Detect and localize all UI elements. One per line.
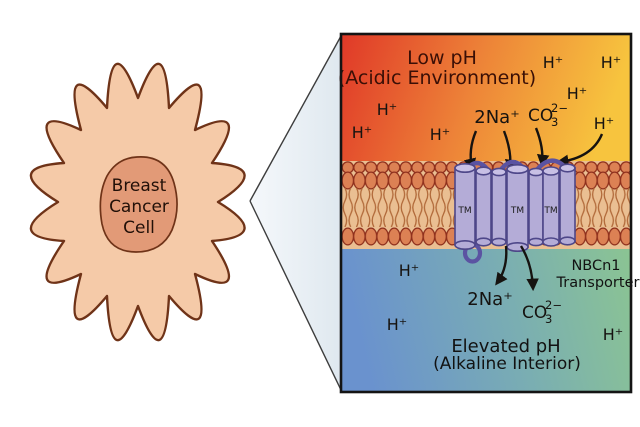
tm-helix — [454, 163, 476, 251]
h-plus-label: H⁺ — [430, 125, 450, 144]
alkaline-title: Elevated pH — [451, 336, 560, 357]
h-plus-label: H⁺ — [567, 84, 587, 103]
extracellular-region — [342, 35, 630, 161]
intracellular-labels: H⁺ H⁺ H⁺ 2Na⁺ CO 2− 3 NBCn1 Transporter … — [387, 258, 640, 374]
alkaline-subtitle: (Alkaline Interior) — [433, 354, 581, 374]
carbonate-label-in: CO 2− 3 — [522, 298, 562, 326]
tm-helix — [559, 163, 576, 246]
tm-helices — [454, 163, 576, 253]
transporter-name-line2: Transporter — [556, 275, 640, 291]
zoom-line-top — [249, 35, 342, 202]
arrow-proton-hook — [555, 133, 604, 168]
h-plus-label: H⁺ — [352, 123, 372, 142]
acidic-title: Low pH — [407, 47, 477, 69]
h-plus-label: H⁺ — [377, 100, 397, 119]
tm-helix — [491, 167, 507, 247]
h-plus-label: H⁺ — [387, 315, 407, 334]
transporter-name-line1: NBCn1 — [571, 258, 620, 274]
sodium-label-in: 2Na⁺ — [467, 289, 512, 310]
zoom-callout — [249, 35, 342, 391]
tm-helix — [506, 164, 529, 253]
cell-label-line1: Breast — [112, 176, 167, 196]
h-plus-label: H⁺ — [603, 325, 623, 344]
tm-helix — [475, 166, 492, 247]
h-plus-label: H⁺ — [601, 53, 621, 72]
panel-border — [339, 32, 633, 394]
zoom-panel: Low pH (Acidic Environment) H⁺ H⁺ H⁺ H⁺ … — [338, 32, 640, 394]
tm-label: TM — [510, 206, 524, 216]
h-plus-label: H⁺ — [399, 261, 419, 280]
arrow-carbonate-out — [519, 245, 539, 292]
zoom-line-bottom — [249, 200, 342, 391]
zoom-triangle — [250, 36, 341, 390]
influx-arrows — [463, 127, 604, 173]
tm-label: TM — [543, 206, 557, 216]
arrow-carbonate-in — [534, 127, 550, 168]
carbonate-main: CO — [528, 106, 553, 126]
cell-label-line3: Cell — [123, 218, 155, 238]
carbonate-label-out: CO 2− 3 — [528, 101, 568, 129]
h-plus-label: H⁺ — [594, 114, 614, 133]
carbonate-main: CO — [522, 303, 547, 323]
h-plus-label: H⁺ — [543, 53, 563, 72]
carbonate-sup: 2− — [551, 101, 568, 115]
nbcn1-transporter: TM TM TM — [454, 158, 576, 264]
cell-nucleus — [99, 156, 178, 253]
carbonate-sub: 3 — [545, 312, 552, 326]
breast-cancer-cell: Breast Cancer Cell — [29, 62, 246, 342]
carbonate-sup: 2− — [545, 298, 562, 312]
efflux-arrows — [495, 245, 539, 292]
tm-helix — [542, 166, 560, 247]
acidic-subtitle: (Acidic Environment) — [338, 67, 536, 89]
tm-label: TM — [457, 206, 471, 216]
tm-helix — [528, 167, 544, 247]
sodium-label-out: 2Na⁺ — [474, 107, 519, 128]
arrow-sodium-out — [495, 245, 508, 286]
cell-label-line2: Cancer — [109, 197, 169, 217]
extracellular-labels: Low pH (Acidic Environment) H⁺ H⁺ H⁺ H⁺ … — [338, 47, 621, 144]
tm-labels: TM TM TM — [457, 206, 557, 216]
carbonate-sub: 3 — [551, 115, 558, 129]
intracellular-region — [342, 249, 630, 391]
